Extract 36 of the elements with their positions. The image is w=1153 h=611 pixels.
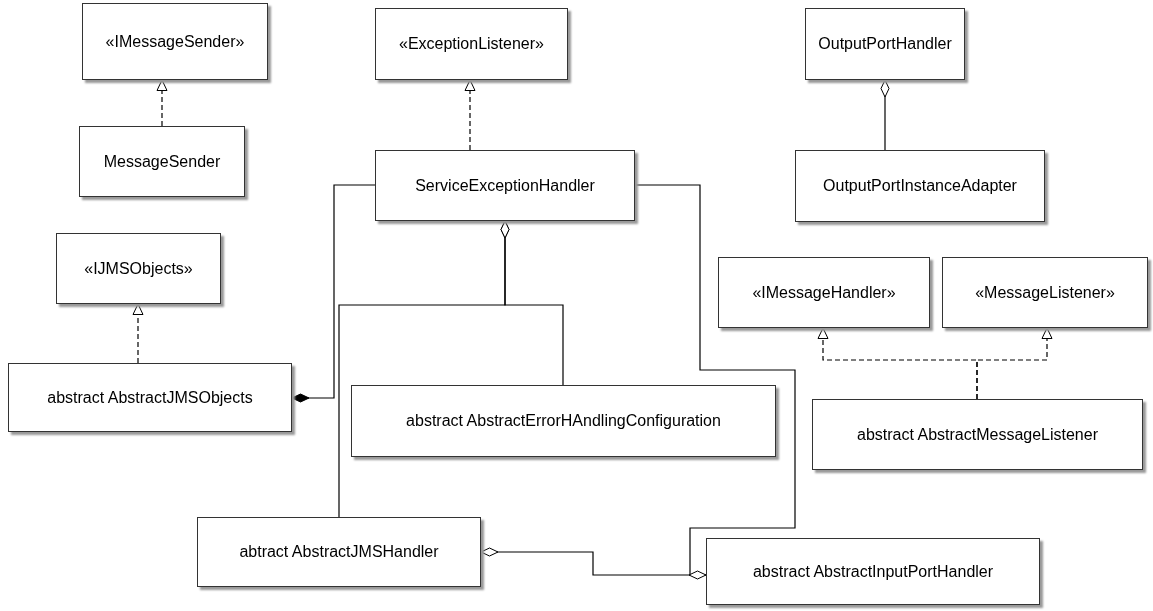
class-name: abstract AbstractInputPortHandler: [752, 562, 994, 581]
realization-arrow: [976, 327, 1053, 400]
class-name: «IMessageSender»: [105, 32, 245, 51]
class-name: ServiceExceptionHandler: [415, 176, 595, 195]
interface-box: [56, 233, 221, 304]
association-line: [880, 79, 890, 151]
class-box: [812, 399, 1143, 470]
association-line: [291, 184, 376, 403]
class-box: [706, 538, 1040, 605]
interface-box: [718, 257, 930, 328]
interface-box: [942, 257, 1148, 328]
association-line: [500, 220, 564, 386]
interface-box: [82, 3, 268, 80]
class-name: abstract AbstractErrorHAndlingConfiguration: [406, 412, 721, 430]
class-name: «IMessageHandler»: [752, 283, 896, 302]
class-box: [351, 385, 776, 457]
association-line: [634, 184, 796, 580]
class-name: abstract AbstractJMSObjects: [47, 388, 253, 407]
class-name: «IJMSObjects»: [84, 259, 193, 278]
realization-arrow: [464, 79, 476, 151]
class-name: «MessageListener»: [975, 283, 1115, 302]
interface-box: [375, 8, 568, 80]
realization-arrow: [132, 303, 144, 364]
class-name: OutputPortHandler: [818, 35, 952, 53]
class-box: [79, 126, 245, 197]
class-name: OutputPortInstanceAdapter: [823, 177, 1017, 195]
class-name: MessageSender: [103, 152, 221, 171]
class-box: [375, 150, 635, 221]
class-box: [197, 517, 481, 587]
class-name: abtract AbstractJMSHandler: [239, 543, 439, 561]
class-name: «ExceptionListener»: [399, 35, 544, 53]
class-box: [795, 150, 1045, 222]
class-name: abstract AbstractMessageListener: [857, 425, 1098, 444]
class-box: [8, 363, 292, 432]
class-box: [805, 8, 965, 80]
realization-arrow: [156, 79, 168, 127]
